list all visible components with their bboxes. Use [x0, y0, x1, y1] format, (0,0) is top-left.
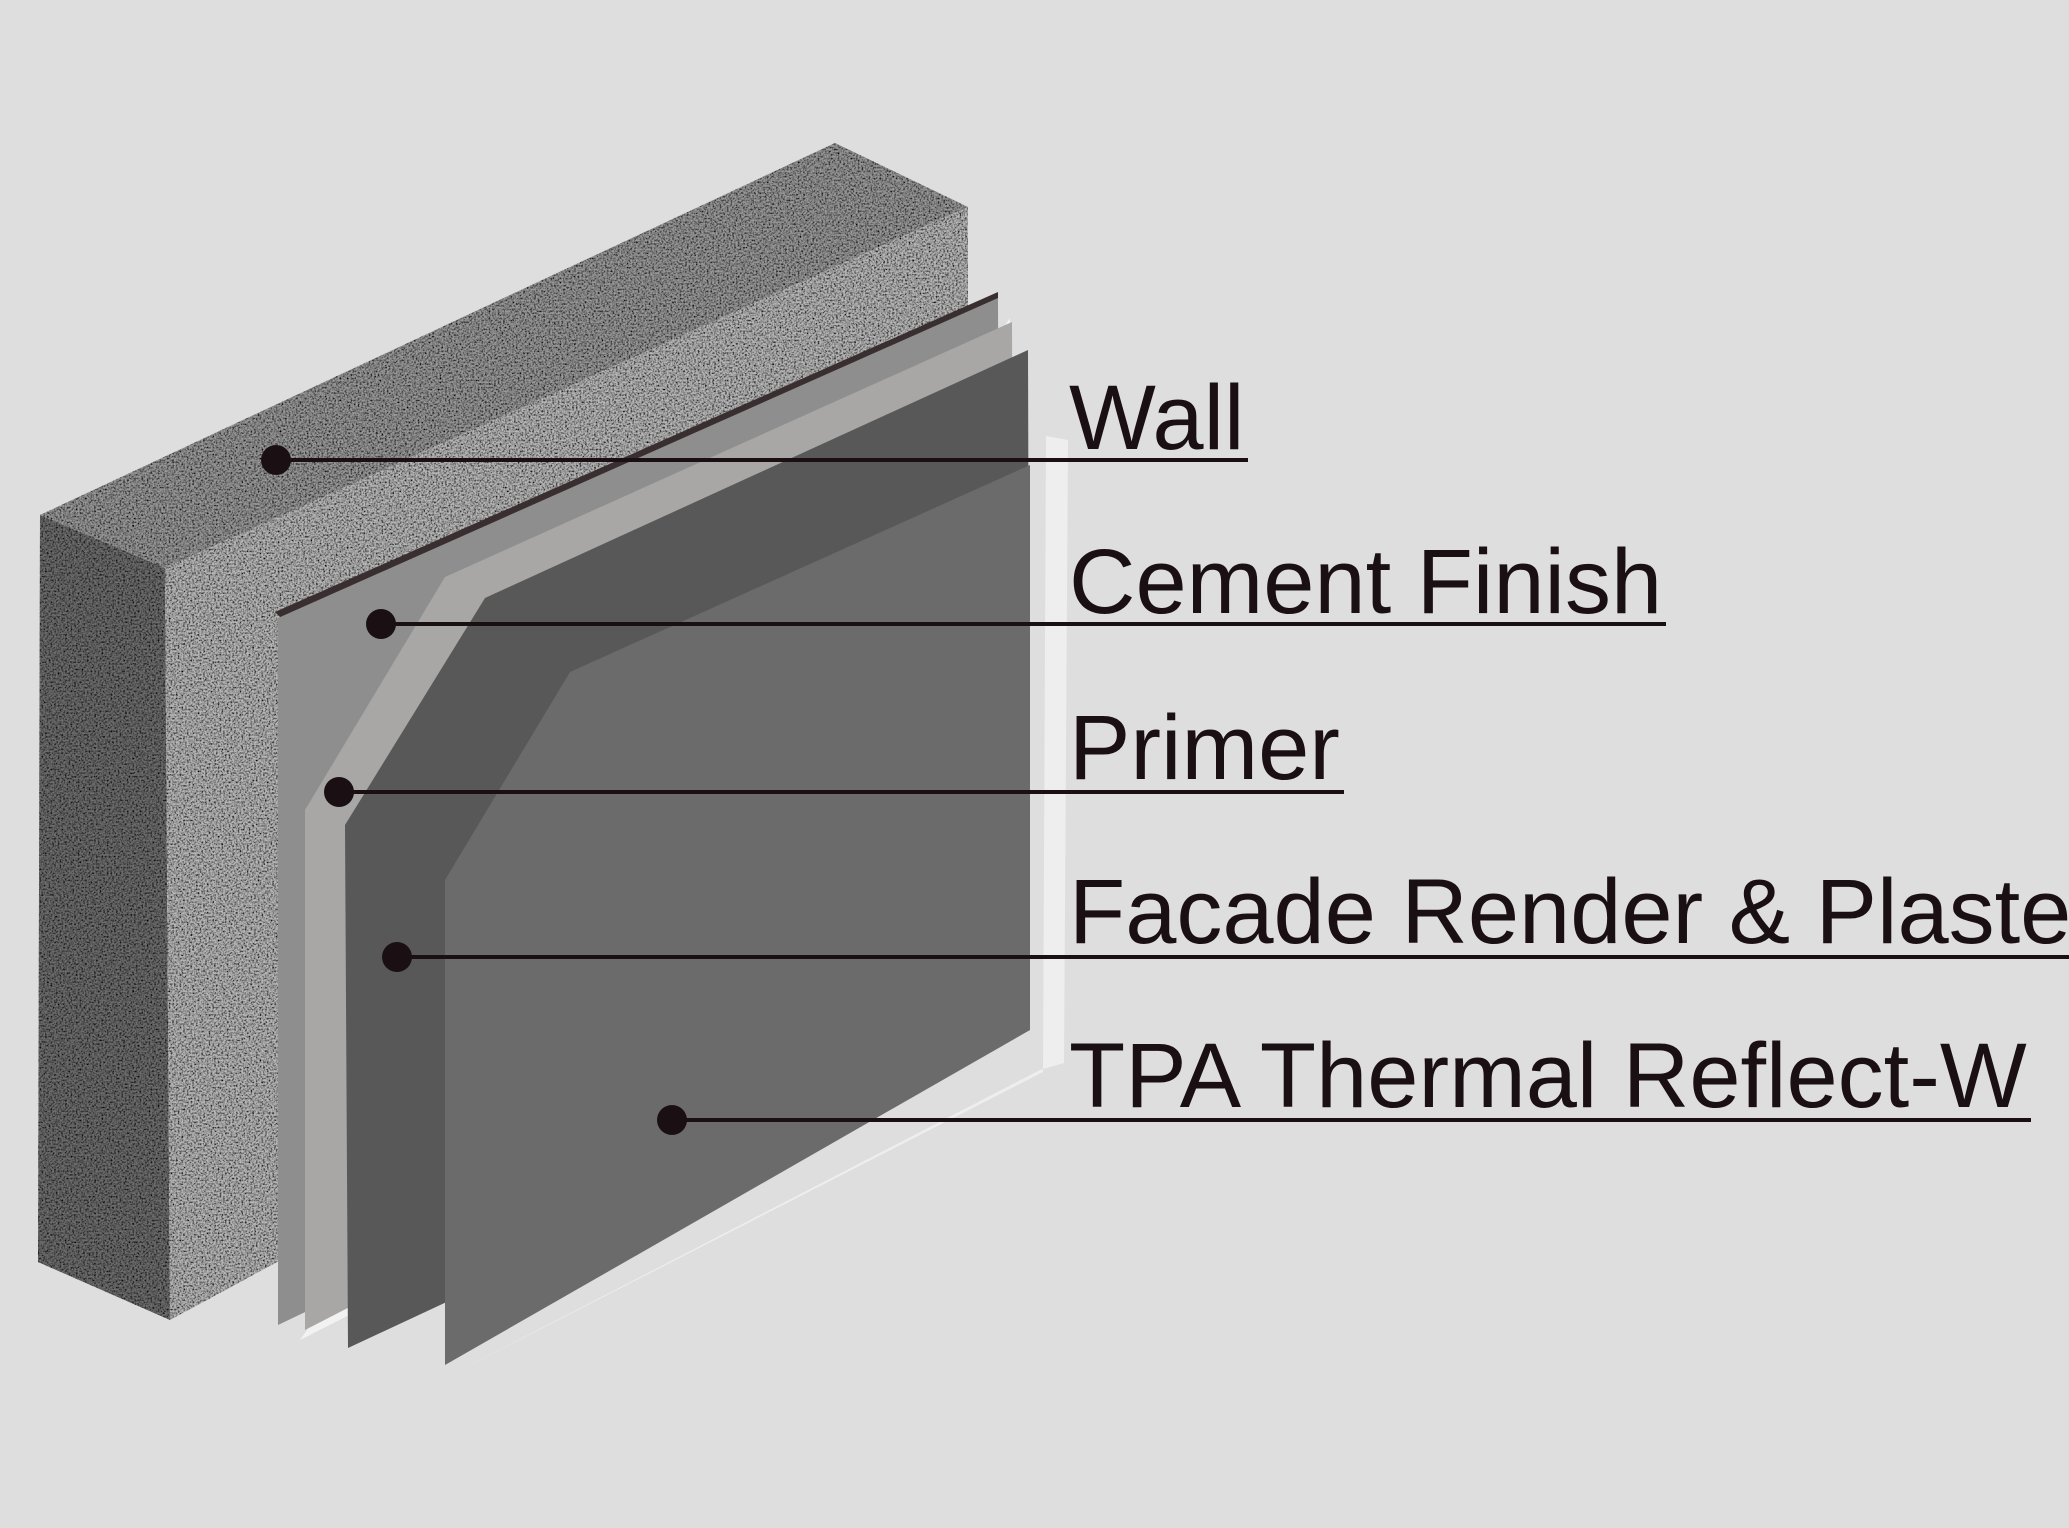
cement-finish-edge: [275, 292, 998, 620]
leader-dot-tpa-thermal-reflect-w: [657, 1105, 687, 1135]
tpa-sheet: [445, 465, 1030, 1365]
label-primer: Primer: [1069, 697, 1340, 799]
label-facade-render-plaster: Facade Render & Plaster: [1069, 861, 2069, 963]
label-cement-finish: Cement Finish: [1069, 531, 1663, 633]
tpa-layer: [445, 465, 1030, 1365]
leader-dot-facade-render-plaster: [382, 942, 412, 972]
wall-side-face: [38, 515, 170, 1320]
leader-lines: [261, 445, 2069, 1135]
leader-dot-wall: [261, 445, 291, 475]
label-wall: Wall: [1069, 367, 1245, 469]
leader-dot-primer: [324, 777, 354, 807]
label-tpa-thermal-reflect-w: TPA Thermal Reflect-W: [1069, 1025, 2027, 1127]
leader-dot-cement-finish: [366, 609, 396, 639]
